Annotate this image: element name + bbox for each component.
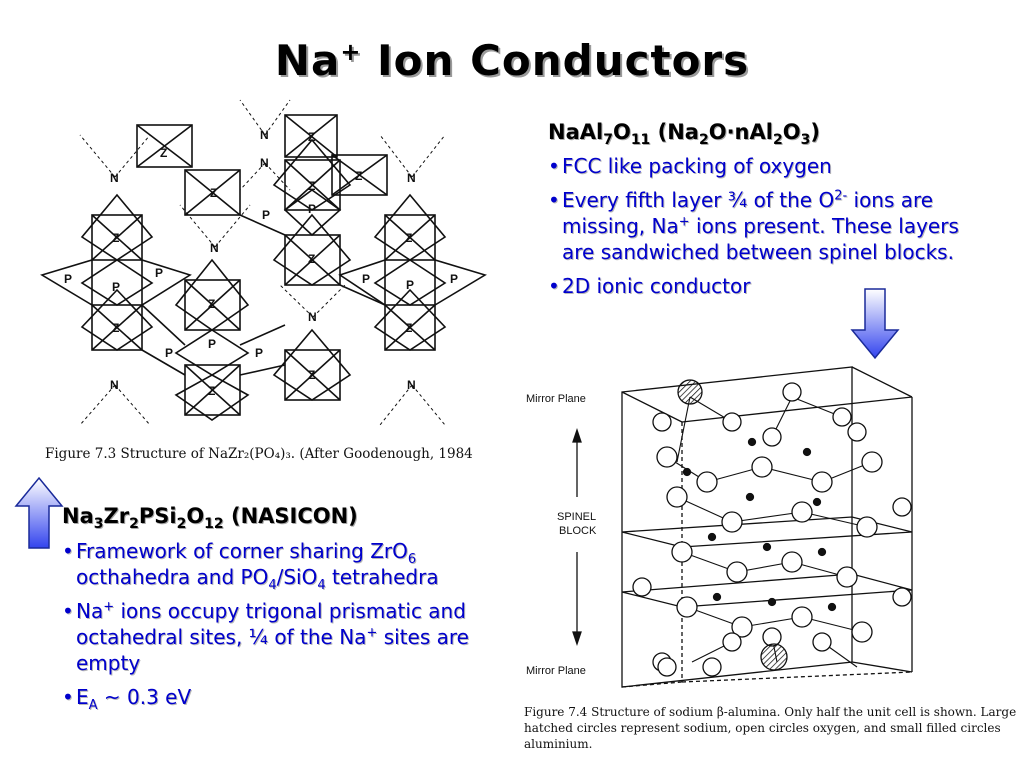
svg-text:Z: Z xyxy=(208,297,215,311)
beta-alumina-heading: NaAl7O11 (Na2O·nAl2O3) xyxy=(548,120,820,149)
figure-7-3-caption: Figure 7.3 Structure of NaZr₂(PO₄)₃. (Af… xyxy=(45,446,473,462)
svg-text:Z: Z xyxy=(112,321,119,335)
nasicon-structure-figure: Z Z P P P Z Z P P P Z Z Z Z Z Z Z P P Z … xyxy=(40,99,487,426)
svg-text:N: N xyxy=(260,128,269,142)
bullet-fcc: •FCC like packing of oxygen xyxy=(548,154,832,178)
bullet-2d-conductor: •2D ionic conductor xyxy=(548,274,751,298)
svg-text:P: P xyxy=(155,266,163,280)
svg-text:N: N xyxy=(407,171,416,185)
svg-text:SPINEL: SPINEL xyxy=(557,511,596,523)
bullet-framework: •Framework of corner sharing ZrO6 octhah… xyxy=(62,539,439,593)
svg-text:N: N xyxy=(110,378,119,392)
svg-text:P: P xyxy=(362,272,370,286)
svg-text:Z: Z xyxy=(405,231,412,245)
svg-text:Z: Z xyxy=(405,321,412,335)
svg-text:N: N xyxy=(407,378,416,392)
svg-text:Z: Z xyxy=(308,130,315,144)
beta-alumina-structure-figure: Mirror Plane SPINEL BLOCK Mirror Plane xyxy=(526,366,913,688)
svg-text:P: P xyxy=(308,202,316,216)
svg-text:P: P xyxy=(450,272,458,286)
svg-text:N: N xyxy=(110,171,119,185)
beta-alumina-bullets: •FCC like packing of oxygen •Every fifth… xyxy=(548,153,988,307)
svg-text:P: P xyxy=(406,278,414,292)
svg-text:Z: Z xyxy=(308,179,315,193)
svg-text:Z: Z xyxy=(112,231,119,245)
svg-text:Mirror Plane: Mirror Plane xyxy=(526,393,586,405)
svg-text:Z: Z xyxy=(160,146,167,160)
slide-title: Na+ Ion Conductors xyxy=(274,36,750,85)
svg-text:Z: Z xyxy=(308,368,315,382)
bullet-fifth-layer: •Every fifth layer ¾ of the O2- ions are… xyxy=(548,188,959,264)
figure-7-4-caption: Figure 7.4 Structure of sodium β-alumina… xyxy=(524,705,1017,751)
svg-text:Mirror Plane: Mirror Plane xyxy=(526,665,586,677)
bullet-na-sites: •Na+ ions occupy trigonal prismatic and … xyxy=(62,599,469,675)
svg-text:P: P xyxy=(255,346,263,360)
svg-text:N: N xyxy=(210,241,219,255)
svg-text:Z: Z xyxy=(208,384,215,398)
nasicon-bullets: •Framework of corner sharing ZrO6 octhah… xyxy=(62,538,492,718)
svg-text:P: P xyxy=(112,280,120,294)
svg-text:P: P xyxy=(165,346,173,360)
nasicon-heading: Na3Zr2PSi2O12 (NASICON) xyxy=(62,504,358,533)
up-arrow-icon xyxy=(14,476,64,549)
svg-text:P: P xyxy=(208,337,216,351)
svg-text:N: N xyxy=(308,310,317,324)
svg-text:Z: Z xyxy=(210,186,217,200)
bullet-activation-energy: •EA ~ 0.3 eV xyxy=(62,685,192,713)
svg-text:Z: Z xyxy=(308,252,315,266)
svg-text:N: N xyxy=(260,156,269,170)
svg-text:P: P xyxy=(64,272,72,286)
svg-text:Z: Z xyxy=(355,169,362,183)
svg-text:P: P xyxy=(262,208,270,222)
down-arrow-icon xyxy=(850,288,900,360)
svg-text:BLOCK: BLOCK xyxy=(559,525,597,537)
